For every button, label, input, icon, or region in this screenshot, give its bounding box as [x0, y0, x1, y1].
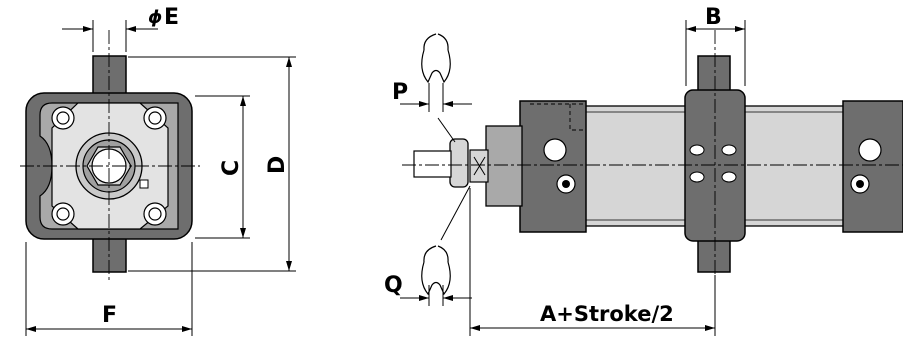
- dim-label-b: B: [705, 5, 722, 30]
- dim-label-a-stroke: A+Stroke/2: [540, 302, 674, 326]
- side-view: B P Q: [384, 5, 903, 336]
- dim-label-q: Q: [384, 273, 403, 298]
- rear-cover: [842, 100, 903, 233]
- head-port: [543, 138, 567, 162]
- dim-label-e: E: [164, 5, 179, 30]
- trunnion-bolts: [689, 144, 737, 183]
- rod-thread: [413, 150, 452, 178]
- head-cover: [519, 100, 587, 233]
- rear-port: [858, 138, 882, 162]
- dim-c: C: [195, 95, 250, 239]
- dim-e: ϕ E: [62, 5, 179, 52]
- dim-f: F: [25, 242, 193, 336]
- dim-a-stroke: A+Stroke/2: [469, 188, 716, 336]
- small-port: [139, 179, 149, 189]
- wrench-p: P: [392, 33, 472, 143]
- dim-b: B: [685, 5, 746, 86]
- wrench-flat-mark: [473, 156, 486, 176]
- rod-bushing: [485, 125, 523, 207]
- rod-nut: [449, 138, 469, 188]
- trunnion-bottom-pin: [697, 235, 731, 273]
- dim-label-d: D: [265, 156, 290, 174]
- bottom-trunnion-pin: [92, 235, 127, 273]
- top-trunnion-pin: [92, 55, 127, 97]
- dim-label-c: C: [219, 160, 244, 176]
- phi-symbol: ϕ: [148, 7, 162, 28]
- corner-bolts: [51, 106, 167, 226]
- wrench-q: Q: [384, 185, 472, 306]
- dim-d: D: [128, 56, 296, 272]
- dim-label-f: F: [102, 303, 117, 328]
- trunnion-top-pin: [697, 55, 731, 93]
- dim-label-p: P: [392, 80, 408, 105]
- end-view: ϕ E C D F: [20, 5, 296, 336]
